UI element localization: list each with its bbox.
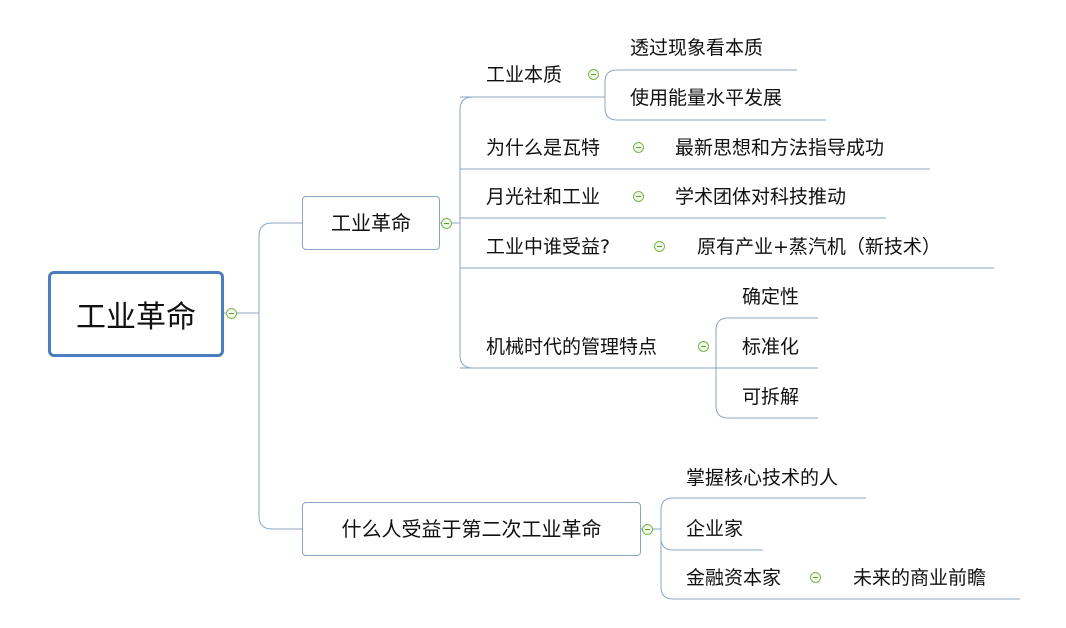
topic-why-watt[interactable]: 为什么是瓦特 — [486, 137, 601, 159]
connector-topic1-child1 — [604, 69, 797, 97]
leaf-future-business-outlook[interactable]: 未来的商业前瞻 — [853, 567, 987, 589]
connector-b2-child3 — [660, 529, 1020, 600]
leaf-decomposable[interactable]: 可拆解 — [742, 386, 800, 408]
connector-root-branch2 — [258, 313, 302, 530]
leaf-academic-groups[interactable]: 学术团体对科技推动 — [675, 186, 847, 208]
branch2-label: 什么人受益于第二次工业革命 — [341, 517, 602, 541]
topic-financial-capitalists[interactable]: 金融资本家 — [686, 567, 782, 589]
connector-b1-vertical-down — [459, 223, 474, 369]
topic-entrepreneurs[interactable]: 企业家 — [686, 518, 744, 540]
connector-b1-vertical — [440, 96, 474, 224]
collapse-toggle-icon[interactable] — [588, 69, 599, 80]
leaf-new-thinking-method[interactable]: 最新思想和方法指导成功 — [675, 137, 885, 159]
leaf-energy-level-development[interactable]: 使用能量水平发展 — [630, 87, 783, 109]
topic-who-benefits[interactable]: 工业中谁受益? — [486, 236, 611, 258]
collapse-toggle-icon[interactable] — [633, 191, 644, 202]
collapse-toggle-icon[interactable] — [226, 308, 237, 319]
collapse-toggle-icon[interactable] — [642, 524, 653, 535]
leaf-standardization[interactable]: 标准化 — [742, 336, 800, 358]
collapse-toggle-icon[interactable] — [698, 341, 709, 352]
topic-core-tech-holders[interactable]: 掌握核心技术的人 — [686, 467, 839, 489]
collapse-toggle-icon[interactable] — [810, 572, 821, 583]
topic-industry-essence[interactable]: 工业本质 — [486, 64, 563, 86]
root-topic[interactable]: 工业革命 — [48, 271, 224, 357]
root-topic-label: 工业革命 — [76, 300, 196, 335]
connector-topic5-child1 — [715, 317, 818, 368]
collapse-toggle-icon[interactable] — [441, 218, 452, 229]
branch-second-revolution-beneficiaries[interactable]: 什么人受益于第二次工业革命 — [302, 502, 641, 556]
topic-lunar-society[interactable]: 月光社和工业 — [486, 186, 601, 208]
connector-topic1-child2 — [604, 97, 826, 121]
topic-machine-age-management[interactable]: 机械时代的管理特点 — [486, 336, 658, 358]
leaf-existing-industry-steam[interactable]: 原有产业+蒸汽机（新技术） — [697, 236, 941, 258]
connector-topic5-child3 — [715, 368, 818, 419]
branch1-label: 工业革命 — [331, 211, 411, 235]
branch-industrial-revolution[interactable]: 工业革命 — [302, 196, 440, 250]
collapse-toggle-icon[interactable] — [654, 241, 665, 252]
collapse-toggle-icon[interactable] — [633, 142, 644, 153]
leaf-certainty[interactable]: 确定性 — [742, 286, 800, 308]
connector-b2-child1 — [641, 497, 866, 530]
connector-root-branch1 — [224, 222, 302, 314]
leaf-see-through-phenomena[interactable]: 透过现象看本质 — [630, 37, 764, 59]
